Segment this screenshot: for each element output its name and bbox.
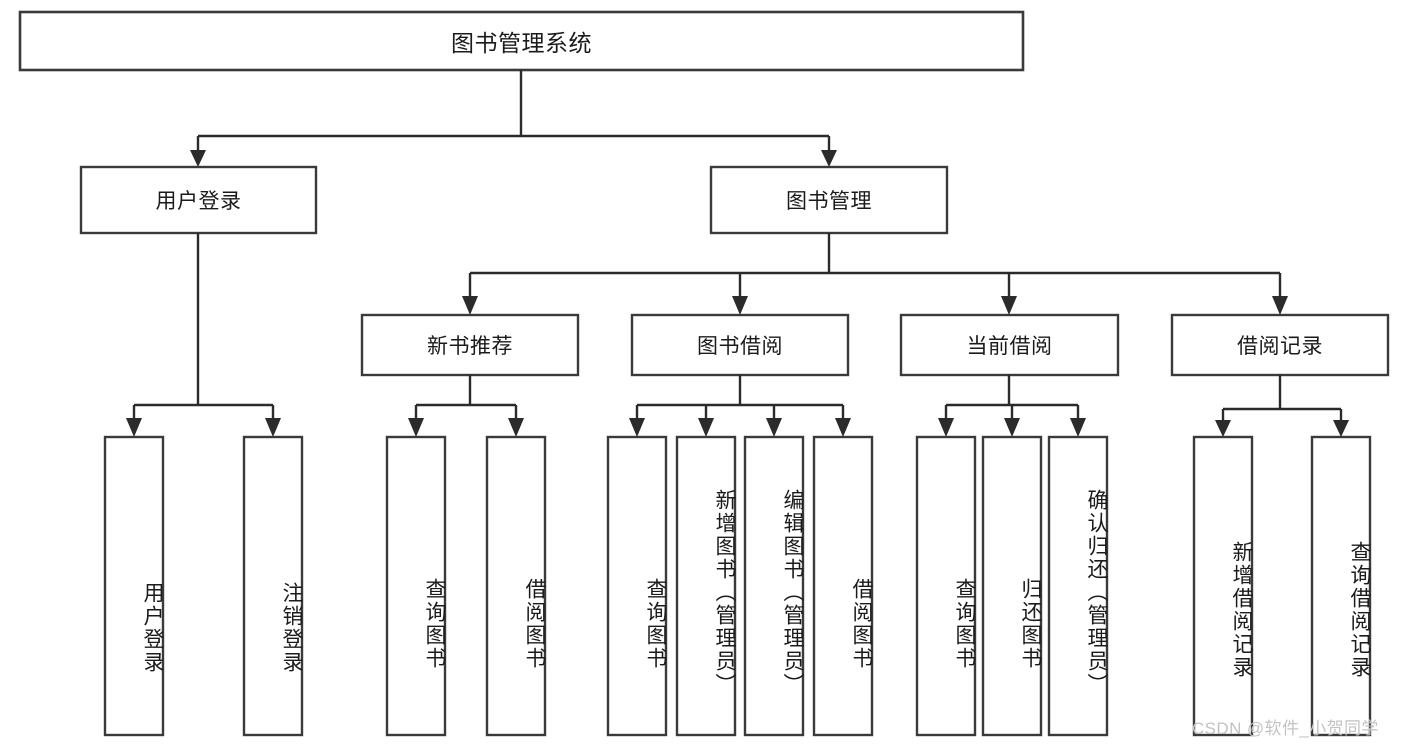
leaf-label-0: 用户登录	[141, 582, 164, 674]
node-label-new-book-rec: 新书推荐	[427, 335, 513, 358]
leaf-label-10: 确认归还（管理员）	[1085, 488, 1108, 696]
leaf-label-1: 注销登录	[280, 582, 303, 674]
node-rect-current-borrow[interactable]	[899, 313, 1120, 377]
node-rect-root[interactable]	[18, 10, 1025, 72]
connector-book-manage-to-level3	[462, 233, 1288, 315]
node-rect-new-book-rec[interactable]	[360, 313, 580, 377]
leaf-rect-0[interactable]	[103, 435, 165, 737]
leaf-rect-1[interactable]	[242, 435, 304, 737]
node-label-book-borrow: 图书借阅	[697, 335, 783, 358]
leaf-label-12: 查询借阅记录	[1348, 541, 1371, 679]
leaf-label-8: 查询图书	[953, 578, 976, 670]
leaf-label-4: 查询图书	[644, 578, 667, 670]
leaf-rect-2[interactable]	[385, 435, 447, 737]
leaf-label-5: 新增图书（管理员）	[713, 488, 736, 696]
leaf-label-7: 借阅图书	[850, 578, 873, 670]
node-label-book-manage: 图书管理	[786, 190, 872, 213]
leaf-rect-5[interactable]	[675, 435, 737, 737]
leaf-label-6: 编辑图书（管理员）	[781, 488, 804, 696]
leaf-rect-12[interactable]	[1310, 435, 1372, 737]
connector-new-book-rec-to-leaves	[408, 375, 524, 437]
node-label-user-login: 用户登录	[155, 190, 242, 213]
leaf-rect-10[interactable]	[1047, 435, 1109, 737]
connector-borrow-record-to-leaves	[1215, 375, 1349, 437]
leaf-rect-3[interactable]	[485, 435, 547, 737]
leaf-label-9: 归还图书	[1019, 578, 1042, 670]
leaf-label-2: 查询图书	[423, 578, 446, 670]
leaf-rect-8[interactable]	[915, 435, 977, 737]
node-label-borrow-record: 借阅记录	[1237, 335, 1323, 358]
connector-book-borrow-to-leaves	[629, 375, 851, 437]
node-label-root: 图书管理系统	[451, 30, 592, 56]
leaf-rect-9[interactable]	[981, 435, 1043, 737]
watermark-text: CSDN @软件_小贺同学	[1192, 719, 1379, 738]
connector-user-login-to-leaves	[126, 233, 281, 437]
leaf-rect-4[interactable]	[606, 435, 668, 737]
connector-current-borrow-to-leaves	[938, 375, 1086, 437]
node-label-current-borrow: 当前借阅	[966, 335, 1053, 358]
connector-root-to-level2	[190, 70, 837, 167]
leaf-label-3: 借阅图书	[523, 578, 546, 670]
leaf-label-11: 新增借阅记录	[1230, 541, 1253, 679]
leaf-rect-11[interactable]	[1192, 435, 1254, 737]
leaf-rect-7[interactable]	[812, 435, 874, 737]
node-rect-user-login[interactable]	[79, 165, 318, 235]
